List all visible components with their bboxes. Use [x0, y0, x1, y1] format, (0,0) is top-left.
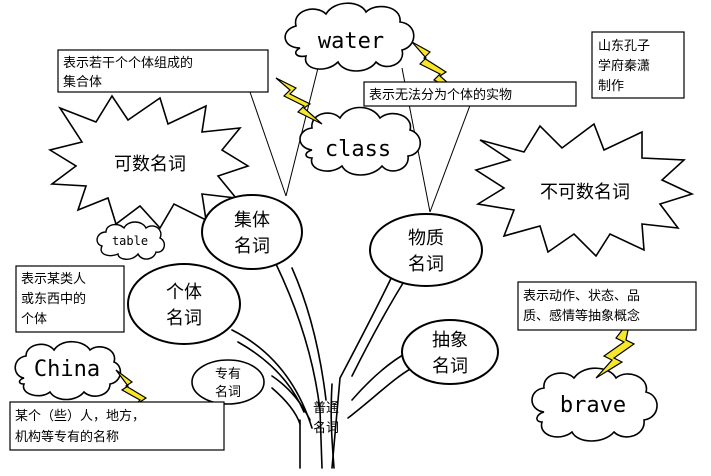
- node-material-line1: 物质: [408, 228, 444, 249]
- definition-proper-line2: 机构等专有的名称: [15, 429, 119, 445]
- definition-individual-line3: 个体: [21, 312, 47, 327]
- node-collective-shape: [201, 194, 303, 270]
- class-cloud-shape: [299, 106, 422, 176]
- definition-abstract: 表示动作、状态、品 质、感情等抽象概念: [517, 281, 697, 331]
- credit-line1: 山东孔子: [598, 39, 650, 54]
- class-word: class: [325, 137, 391, 162]
- definition-individual: 表示某类人 或东西中的 个体: [15, 265, 125, 333]
- node-abstract-line1: 抽象: [432, 330, 468, 351]
- water-cloud-shape: [284, 2, 415, 72]
- node-individual-line1: 个体: [166, 282, 202, 303]
- bolt-icon-class: [275, 77, 323, 125]
- node-individual-shape: [127, 263, 241, 345]
- definition-proper-box: [9, 401, 225, 451]
- definition-material-line1: 表示无法分为个体的实物: [369, 87, 512, 103]
- definition-collective-box: [57, 49, 269, 93]
- china-word: China: [34, 357, 100, 382]
- definition-individual-line1: 表示某类人: [21, 272, 86, 287]
- node-abstract-line2: 名词: [432, 356, 468, 377]
- connector-collective-left: [249, 91, 287, 197]
- node-common: 普通 名词: [313, 401, 339, 436]
- countable-burst: 可数名词: [47, 94, 250, 230]
- definition-material: 表示无法分为个体的实物: [363, 81, 577, 107]
- definition-collective-line1: 表示若干个个体组成的: [63, 55, 193, 71]
- definition-abstract-box: [517, 281, 697, 331]
- definition-abstract-line1: 表示动作、状态、品: [523, 289, 640, 304]
- definition-material-box: [363, 81, 577, 107]
- node-common-line1: 普通: [313, 401, 339, 416]
- definition-collective: 表示若干个个体组成的 集合体: [57, 49, 269, 93]
- node-collective: 集体 名词: [201, 194, 303, 270]
- uncountable-label: 不可数名词: [540, 182, 630, 203]
- bolt-icon-brave: [595, 319, 636, 379]
- table-cloud-shape: [96, 221, 166, 260]
- node-individual: 个体 名词: [127, 263, 241, 345]
- node-proper: 专有 名词: [191, 359, 265, 405]
- water-word: water: [318, 29, 384, 54]
- brave-cloud-shape: [531, 367, 658, 442]
- node-abstract-shape: [401, 319, 499, 385]
- node-proper-line1: 专有: [215, 367, 241, 382]
- uncountable-burst-shape: [474, 122, 695, 258]
- tree-trunk: [231, 263, 413, 469]
- definition-individual-box: [15, 265, 125, 333]
- node-proper-shape: [191, 359, 265, 405]
- uncountable-burst: 不可数名词: [474, 122, 695, 258]
- table-word: table: [112, 234, 148, 248]
- definition-proper: 某个（些）人，地方， 机构等专有的名称: [9, 401, 225, 451]
- node-collective-line2: 名词: [234, 236, 270, 257]
- credit-line3: 制作: [598, 79, 624, 94]
- definition-individual-line2: 或东西中的: [21, 291, 86, 307]
- definition-proper-line1: 某个（些）人，地方，: [15, 408, 145, 424]
- countable-label: 可数名词: [114, 154, 186, 175]
- node-common-line2: 名词: [313, 420, 339, 436]
- node-abstract: 抽象 名词: [401, 319, 499, 385]
- definition-abstract-line2: 质、感情等抽象概念: [523, 308, 640, 324]
- countable-burst-shape: [47, 94, 250, 230]
- node-material-shape: [369, 213, 483, 287]
- credit-box: 山东孔子 学府秦潇 制作: [591, 31, 685, 99]
- brave-word: brave: [560, 393, 626, 418]
- node-material-line2: 名词: [408, 254, 444, 275]
- node-proper-line2: 名词: [215, 384, 241, 400]
- credit-box-frame: [591, 31, 685, 99]
- china-cloud: China: [14, 340, 122, 401]
- connector-material-right: [429, 99, 473, 213]
- water-cloud: water: [284, 2, 415, 72]
- class-cloud: class: [299, 106, 422, 176]
- table-cloud: table: [96, 221, 166, 260]
- node-collective-line1: 集体: [234, 210, 270, 231]
- node-individual-line2: 名词: [166, 308, 202, 329]
- brave-cloud: brave: [531, 367, 658, 442]
- credit-line2: 学府秦潇: [598, 58, 650, 74]
- node-material: 物质 名词: [369, 213, 483, 287]
- definition-collective-line2: 集合体: [63, 74, 102, 90]
